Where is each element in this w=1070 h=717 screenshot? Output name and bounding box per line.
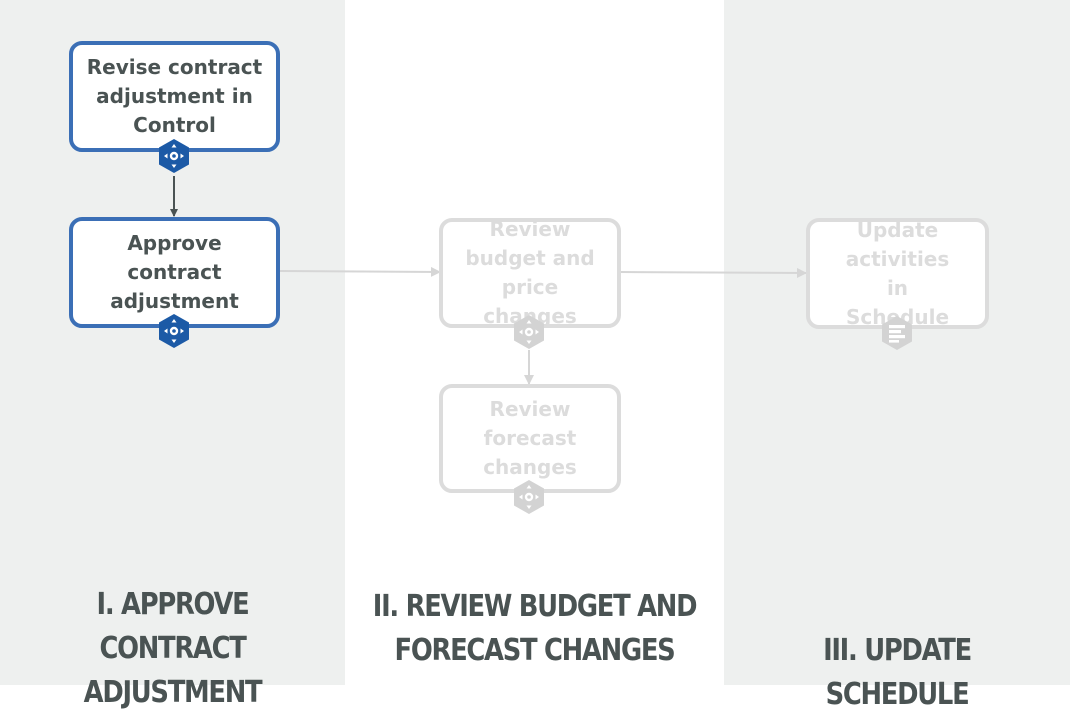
control-app-icon	[159, 314, 189, 348]
step-review-budget-label: Review budget and price changes	[465, 217, 595, 328]
step-approve-label: Approve contract adjustment	[110, 231, 239, 313]
step-review-forecast-label: Review forecast changes	[483, 397, 577, 479]
lane-title-line: III. UPDATE SCHEDULE	[823, 633, 972, 712]
step-review-budget-and-price-changes[interactable]: Review budget and price changes	[439, 217, 621, 328]
lane-title-update-schedule: III. UPDATE SCHEDULE	[748, 629, 1046, 717]
step-revise-contract-adjustment[interactable]: Revise contract adjustment in Control	[69, 41, 280, 152]
control-app-icon	[159, 139, 189, 173]
lane-title-approve-contract-adjustment: I. APPROVE CONTRACT ADJUSTMENT	[24, 583, 321, 715]
control-app-icon	[514, 480, 544, 514]
lane-title-line: I. APPROVE CONTRACT	[96, 587, 250, 666]
lane-title-line: FORECAST CHANGES	[394, 633, 676, 668]
lane-title-review-budget-and-forecast: II. REVIEW BUDGET AND FORECAST CHANGES	[372, 585, 698, 673]
step-update-activities-label: Update activities in Schedule	[845, 217, 950, 329]
lane-title-line: II. REVIEW BUDGET AND	[372, 589, 698, 624]
schedule-app-icon	[882, 316, 912, 350]
step-update-activities-in-schedule[interactable]: Update activities in Schedule	[806, 218, 989, 329]
step-approve-contract-adjustment[interactable]: Approve contract adjustment	[69, 217, 280, 328]
control-app-icon	[514, 315, 544, 349]
lane-title-line: ADJUSTMENT	[83, 675, 263, 710]
step-revise-label: Revise contract adjustment in Control	[86, 55, 263, 137]
step-review-forecast-changes[interactable]: Review forecast changes	[439, 384, 621, 493]
